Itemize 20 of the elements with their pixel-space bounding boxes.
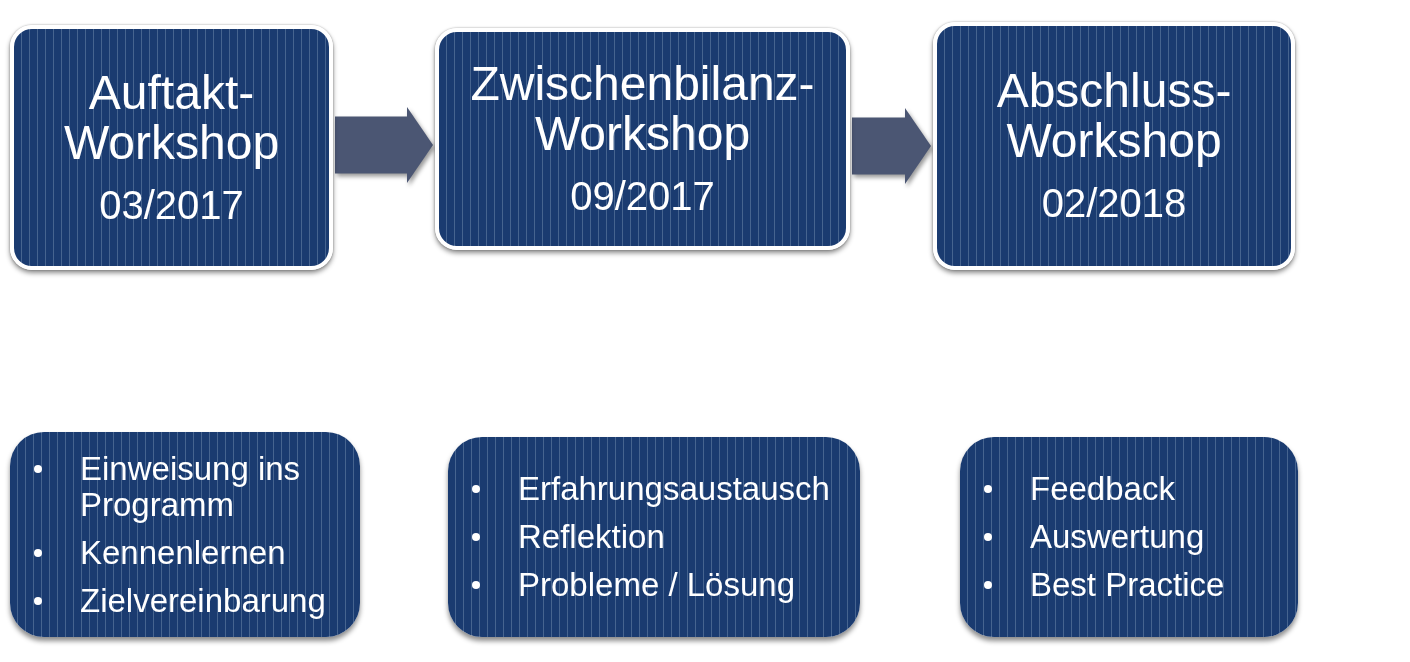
activity-box [10, 432, 360, 637]
box-title: Auftakt- Workshop [62, 67, 281, 168]
box-title: Abschluss- Workshop [995, 66, 1233, 166]
bullet-item: Probleme / Lösung [518, 567, 795, 603]
date-label: 02/2018 [1041, 180, 1187, 226]
block-arrow [852, 108, 931, 184]
bullet-item: Best Practice [1030, 567, 1225, 603]
box-title: Zwischenbilanz- Workshop [469, 59, 816, 159]
activity-box [448, 437, 860, 637]
bullet-item: Kennenlernen [80, 534, 286, 571]
bullet-item: Feedback [1030, 471, 1175, 507]
activity-box [960, 437, 1298, 637]
date-label: 03/2017 [99, 181, 244, 228]
date-label: 09/2017 [570, 173, 715, 219]
bullet-item: Reflektion [518, 519, 665, 555]
bullet-item: Einweisung ins Programm [80, 450, 302, 523]
bullet-item: Erfahrungsaustausch [518, 471, 830, 507]
block-arrow [335, 107, 433, 183]
bullet-item: Zielvereinbarung [80, 582, 326, 619]
bullet-item: Auswertung [1030, 519, 1205, 555]
